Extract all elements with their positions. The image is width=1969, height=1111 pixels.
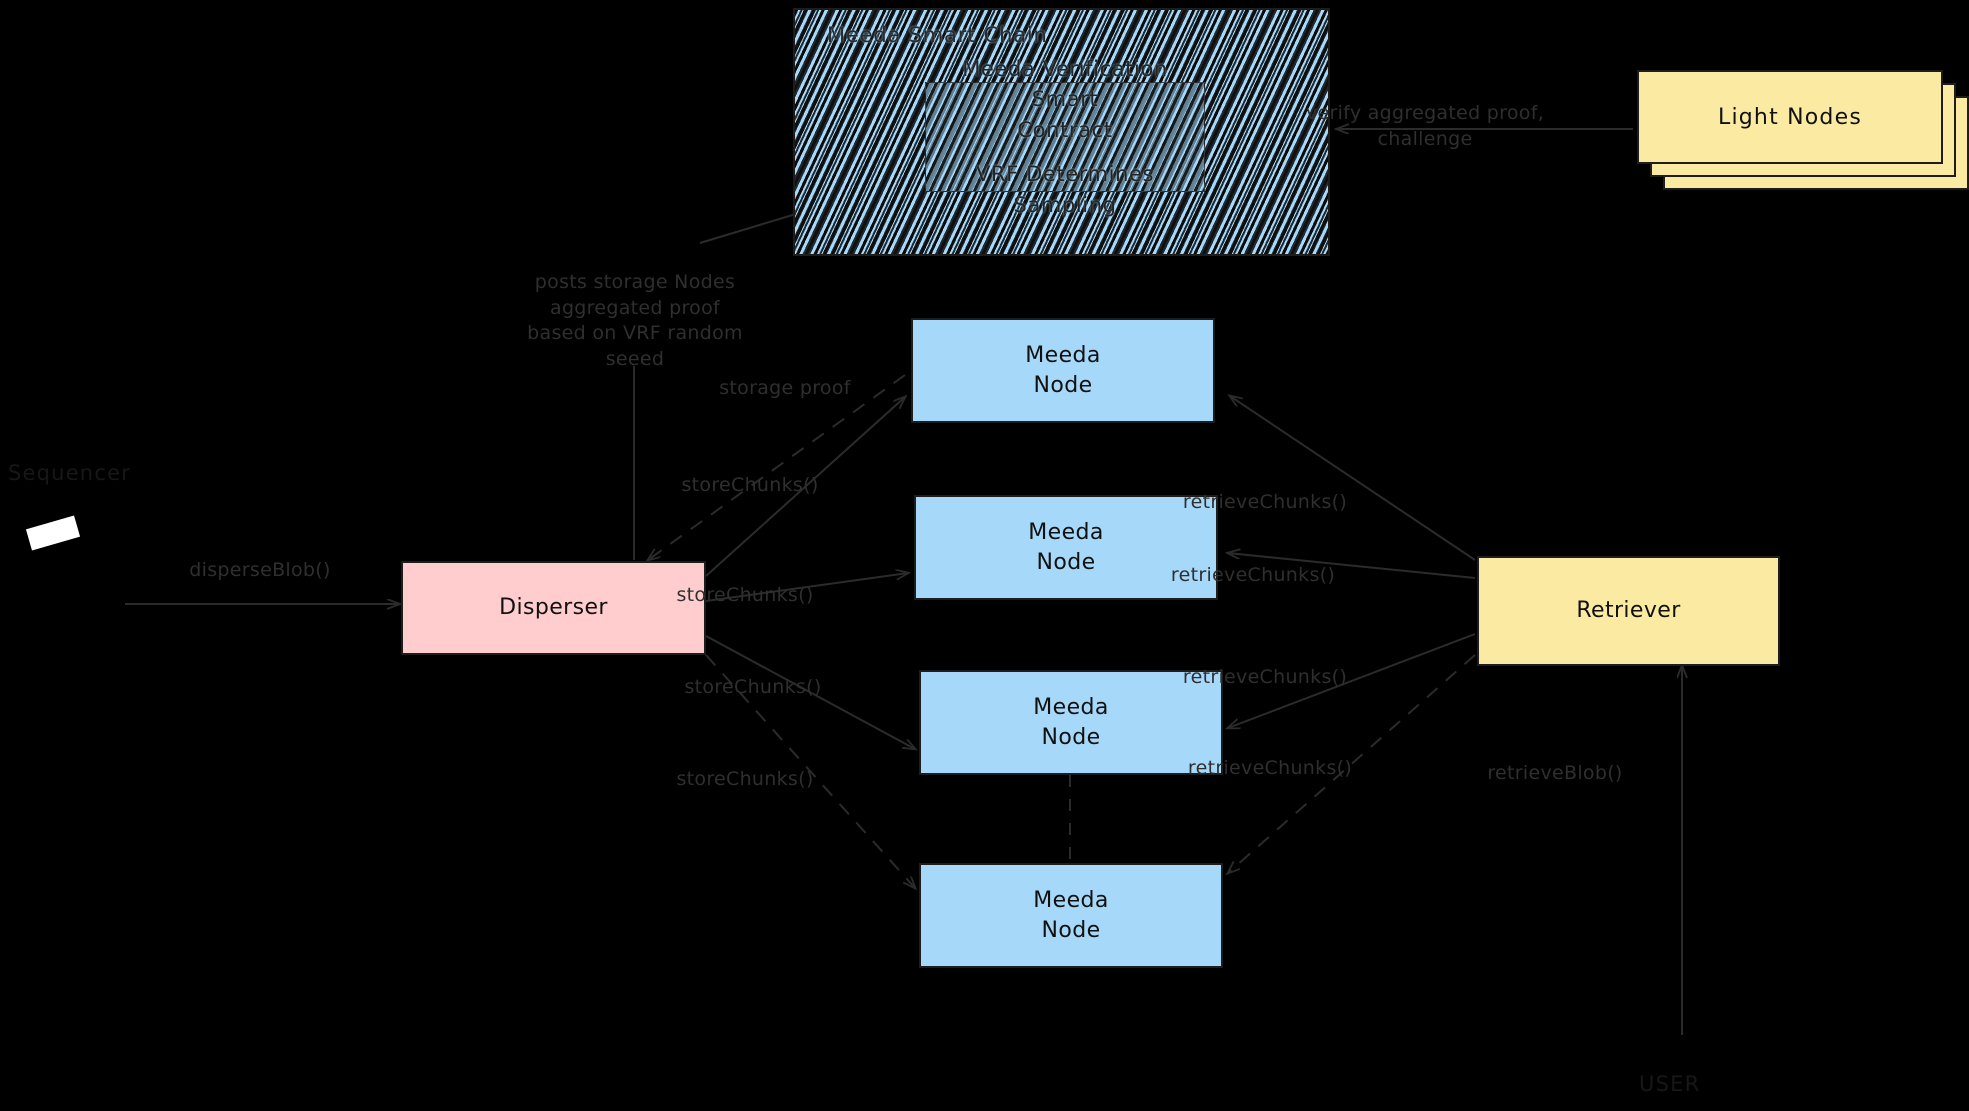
edge-label-store-chunks-1: storeChunks() xyxy=(681,474,819,496)
meeda-node-3-label: Meeda Node xyxy=(1033,695,1109,750)
edge-storage-proof xyxy=(648,374,906,560)
edge-label-posts-proof: posts storage Nodes aggregated proof bas… xyxy=(527,271,743,370)
edge-label-store-chunks-4: storeChunks() xyxy=(676,768,814,790)
light-nodes-stack[interactable]: Light Nodes xyxy=(1637,70,1969,190)
edge-label-store-chunks-2: storeChunks() xyxy=(676,584,814,606)
edge-label-storage-proof: storage proof xyxy=(719,377,851,399)
meeda-node-4[interactable]: Meeda Node xyxy=(919,863,1223,968)
meeda-node-1-label: Meeda Node xyxy=(1025,343,1101,398)
edge-label-retrieve-chunks-3: retrieveChunks() xyxy=(1182,666,1348,688)
meeda-smart-chain-title: Meeda Smart Chain xyxy=(827,23,1048,47)
meeda-node-3[interactable]: Meeda Node xyxy=(919,670,1223,775)
edge-retrieve-chunks-1 xyxy=(1230,396,1476,561)
edge-label-retrieve-chunks-1: retrieveChunks() xyxy=(1182,491,1348,513)
sequencer-chip xyxy=(25,515,81,551)
edge-label-retrieve-chunks-2: retrieveChunks() xyxy=(1170,564,1336,586)
edge-label-disperse-blob: disperseBlob() xyxy=(189,559,331,581)
retriever-label: Retriever xyxy=(1576,598,1681,624)
retriever-node[interactable]: Retriever xyxy=(1477,556,1780,666)
sequencer-label: Sequencer xyxy=(8,461,132,485)
meeda-node-2-label: Meeda Node xyxy=(1028,520,1104,575)
meeda-verification-contract-box: Meeda Verification Smart Contract VRF De… xyxy=(925,57,1205,217)
meeda-node-1[interactable]: Meeda Node xyxy=(911,318,1215,423)
light-nodes-card[interactable]: Light Nodes xyxy=(1637,70,1943,164)
user-label: USER xyxy=(1639,1072,1701,1096)
meeda-node-4-label: Meeda Node xyxy=(1033,888,1109,943)
edge-label-store-chunks-3: storeChunks() xyxy=(684,676,822,698)
contract-title: Meeda Verification Smart Contract xyxy=(962,56,1168,142)
light-nodes-label: Light Nodes xyxy=(1718,104,1862,130)
disperser-node[interactable]: Disperser xyxy=(401,561,706,655)
disperser-label: Disperser xyxy=(499,595,608,621)
meeda-node-2[interactable]: Meeda Node xyxy=(914,495,1218,600)
contract-subtitle: VRF Determines Sampling xyxy=(975,162,1155,217)
edge-label-retrieve-chunks-4: retrieveChunks() xyxy=(1187,757,1353,779)
edge-label-verify-aggregated: verify aggregated proof, challenge xyxy=(1305,102,1545,150)
edge-label-retrieve-blob: retrieveBlob() xyxy=(1487,762,1623,784)
